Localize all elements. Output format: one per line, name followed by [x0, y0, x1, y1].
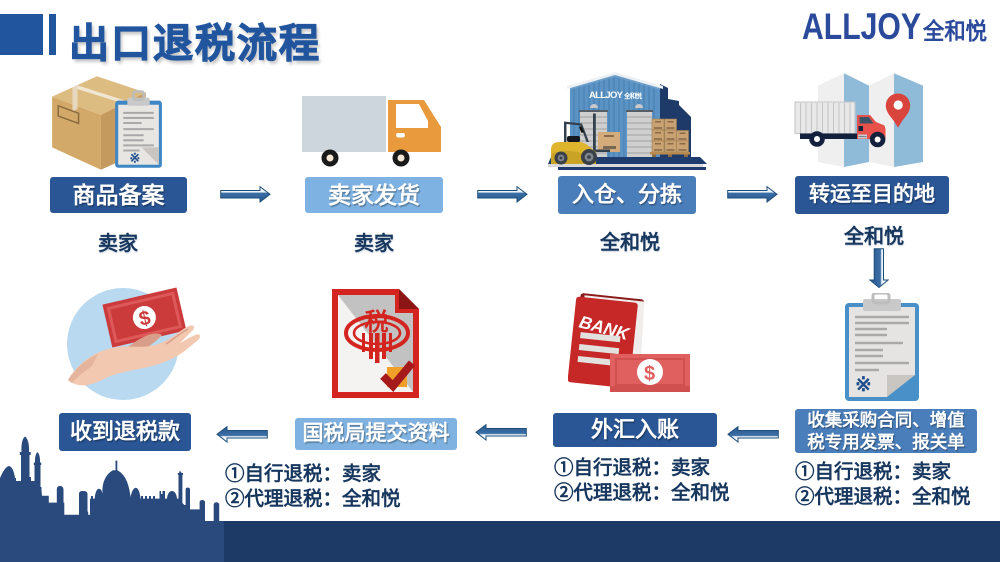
svg-text:ALLJOY: ALLJOY — [802, 6, 921, 47]
svg-text:全和悦: 全和悦 — [623, 91, 643, 100]
svg-text:$: $ — [644, 363, 655, 385]
svg-text:税: 税 — [365, 308, 389, 336]
svg-text:ALLJOY: ALLJOY — [589, 90, 624, 101]
svg-text:$: $ — [137, 307, 153, 331]
svg-text:全和悦: 全和悦 — [922, 18, 987, 44]
svg-text:※: ※ — [855, 374, 872, 396]
svg-text:※: ※ — [129, 151, 140, 166]
